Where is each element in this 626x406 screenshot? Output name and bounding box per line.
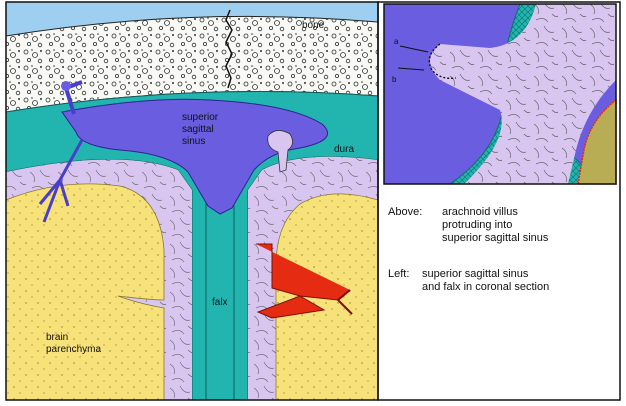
caption-left-line1: superior sagittal sinus [422, 268, 528, 281]
label-sinus-3: sinus [182, 136, 205, 147]
caption-above-line2: protruding into [442, 219, 512, 232]
caption-above-line3: superior sagittal sinus [442, 232, 548, 245]
caption-left-line2: and falx in coronal section [422, 281, 549, 294]
caption-left-key: Left: [388, 268, 422, 281]
caption-above-line1: arachnoid villus [442, 206, 518, 219]
label-falx: falx [212, 297, 228, 308]
label-sinus-1: superior [182, 112, 219, 123]
caption-above: Above:arachnoid villus protruding into s… [388, 206, 618, 245]
caption-left: Left:superior sagittal sinus and falx in… [388, 268, 618, 294]
label-sinus-2: sagittal [182, 124, 214, 135]
caption-above-key: Above: [388, 206, 442, 219]
label-dura: dura [334, 144, 354, 155]
inset-label-b: b [392, 75, 397, 84]
label-brain-1: brain [46, 332, 68, 343]
label-bone: bone [302, 20, 325, 31]
coronal-section-panel: bone superior sagittal sinus dura falx b… [6, 2, 378, 400]
label-brain-2: parenchyma [46, 344, 101, 355]
inset-label-a: a [394, 37, 399, 46]
arachnoid-villus-inset: a b [384, 4, 616, 184]
